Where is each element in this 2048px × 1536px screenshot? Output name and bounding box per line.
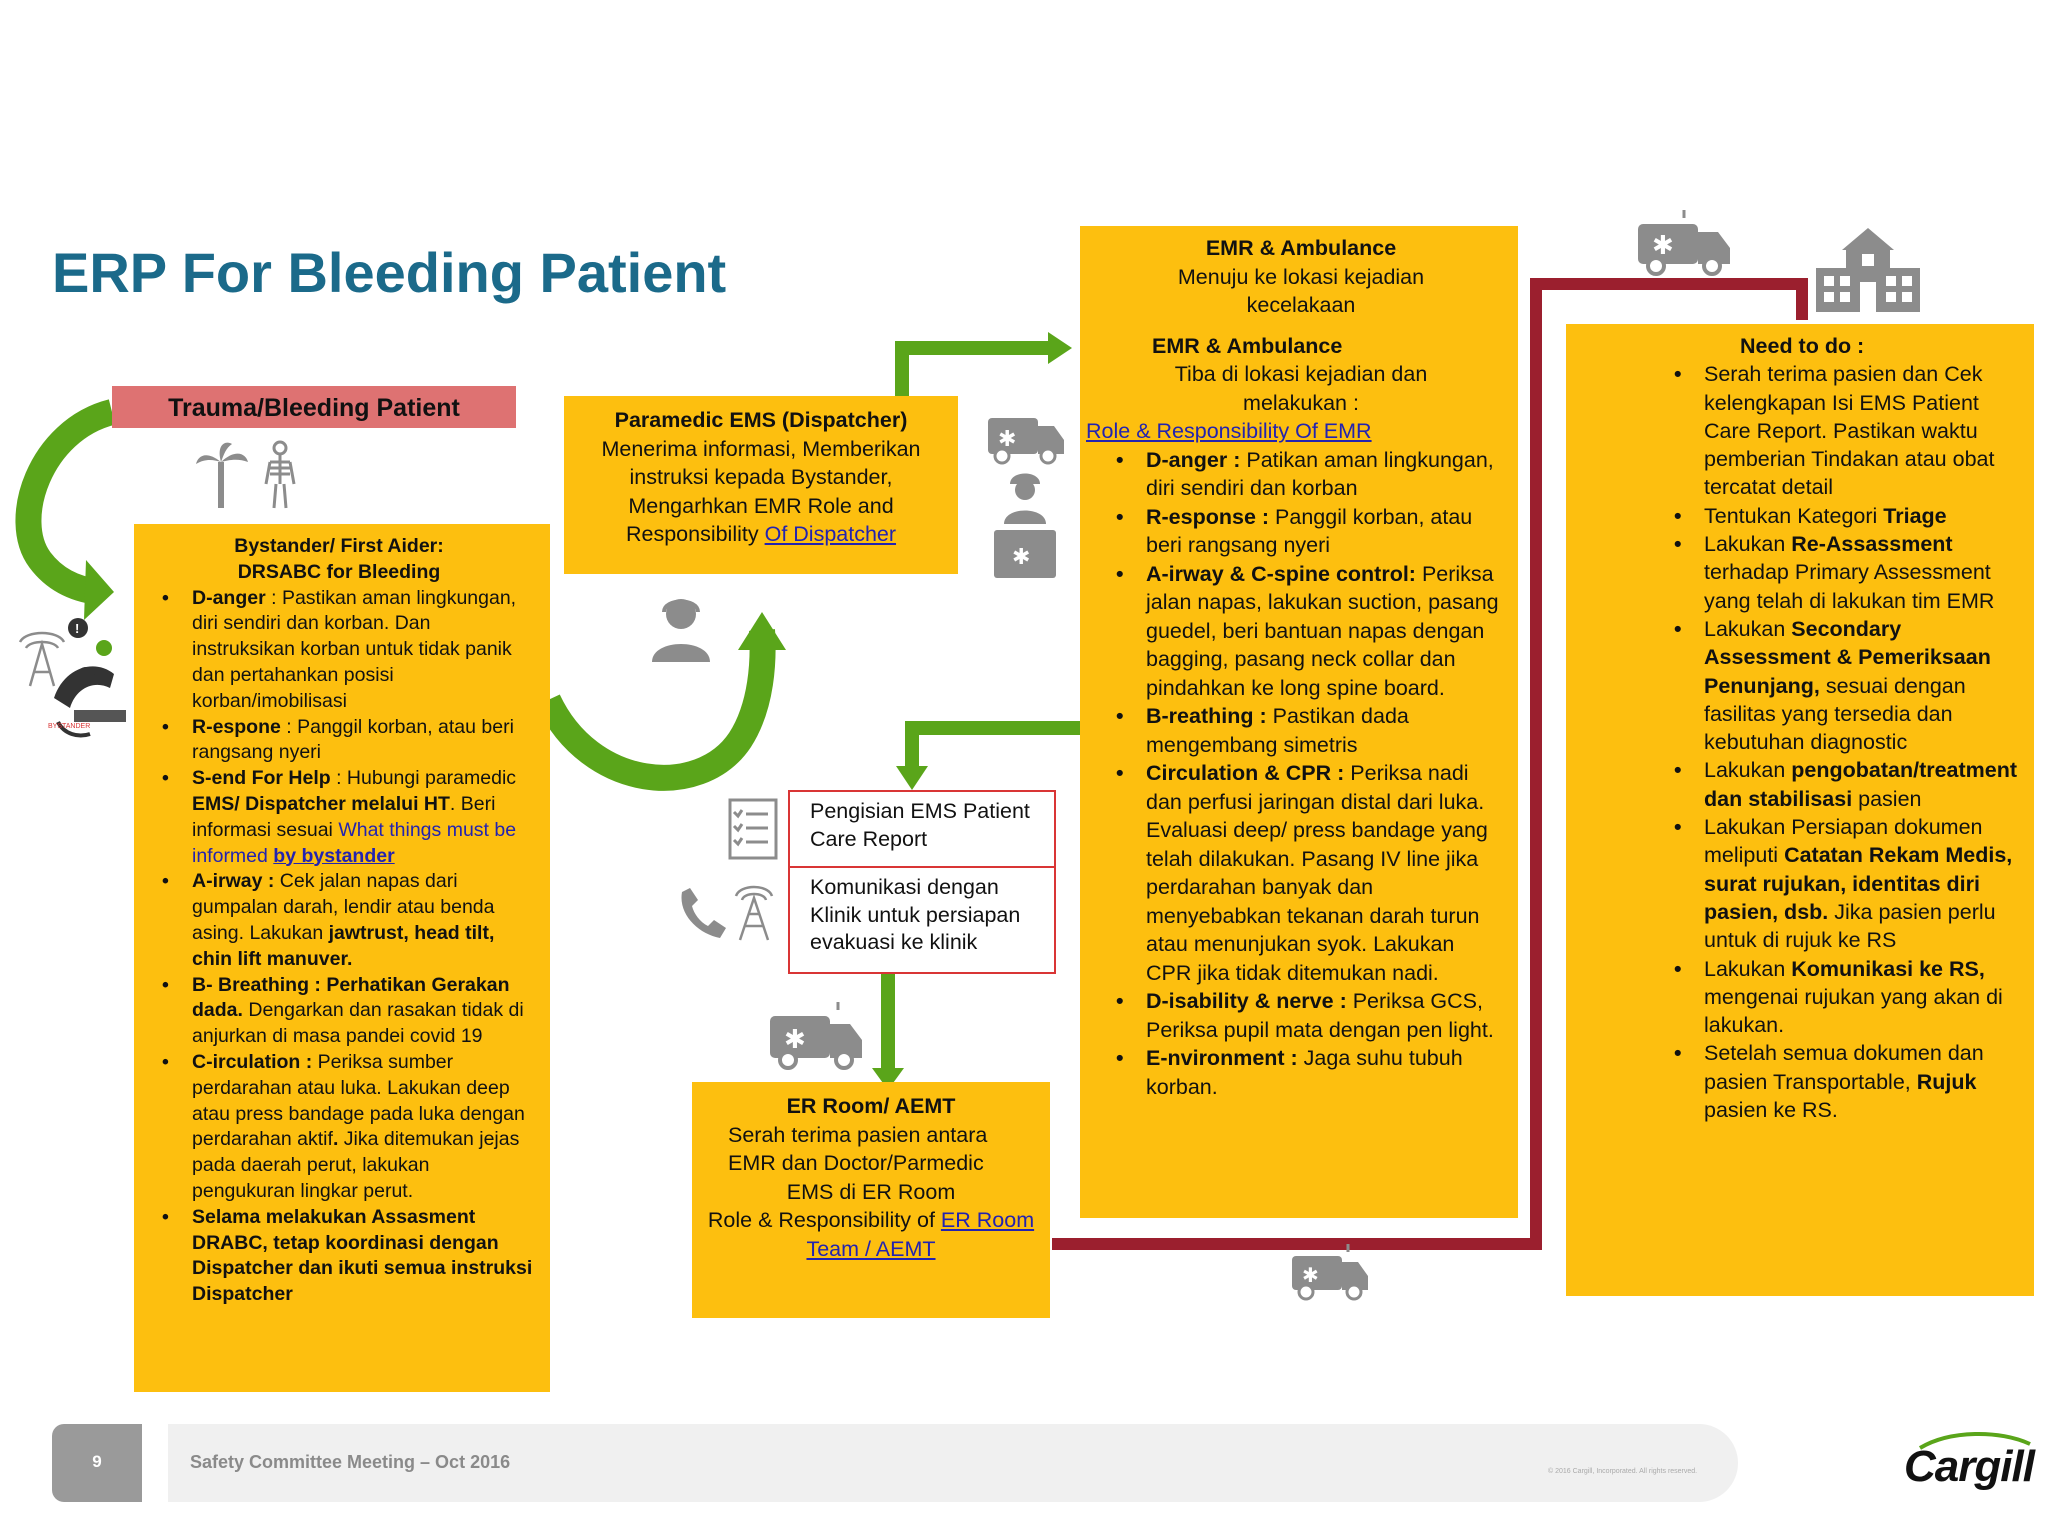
svg-text:✱: ✱ [998, 427, 1016, 452]
need-list: Serah terima pasien dan Cek kelengkapan … [1576, 360, 2020, 1124]
list-item: A-irway : Cek jalan napas dari gumpalan … [162, 869, 534, 972]
footer-bar [168, 1424, 1738, 1502]
ambulance-icon: ✱ [988, 418, 1064, 465]
svg-text:✱: ✱ [1012, 545, 1030, 570]
bystander-heading: Bystander/ First Aider: [234, 535, 444, 557]
informed-by-bystander-link[interactable]: by bystander [273, 844, 395, 867]
radio-tower-icon [734, 885, 774, 941]
arrow-bystander-to-paramedic [536, 629, 776, 791]
list-item: Lakukan Persiapan dokumen meliputi Catat… [1674, 813, 2020, 954]
emr-box: EMR & Ambulance Menuju ke lokasi kejadia… [1080, 226, 1518, 1218]
ambulance-icon-bottom: ✱ [1292, 1244, 1368, 1301]
list-item: D-isability & nerve : Periksa GCS, Perik… [1116, 987, 1504, 1044]
phone-icon [681, 888, 726, 938]
er-room-team-link[interactable]: ER Room Team / AEMT [806, 1208, 1035, 1261]
komunikasi-klinik-box: Komunikasi dengan Klinik untuk persiapan… [788, 866, 1056, 974]
emr-heading-1: EMR & Ambulance [1205, 236, 1397, 260]
list-item: Lakukan pengobatan/treatment dan stabili… [1674, 756, 2020, 813]
list-item: Circulation & CPR : Periksa nadi dan per… [1116, 759, 1504, 987]
scene-icons [196, 440, 296, 509]
cargill-logo: Cargill [1904, 1442, 2035, 1491]
er-room-box: ER Room/ AEMT Serah terima pasien antara… [692, 1082, 1050, 1318]
referral-line-to-hospital [1052, 278, 1808, 1250]
list-item: B-reathing : Pastikan dada mengembang si… [1116, 702, 1504, 759]
emr-role-link[interactable]: Role & Responsibility Of EMR [1086, 419, 1372, 443]
dispatcher-role-link[interactable]: Of Dispatcher [764, 522, 897, 546]
arrow-head-paramedic [738, 612, 786, 650]
list-item: D-anger : Pastikan aman lingkungan, diri… [162, 586, 534, 715]
pengisian-report-box: Pengisian EMS Patient Care Report [788, 790, 1056, 868]
phone-tower-icons [681, 885, 774, 941]
paramedic-heading: Paramedic EMS (Dispatcher) [614, 408, 908, 432]
list-item: S-end For Help : Hubungi paramedic EMS/ … [162, 766, 534, 869]
ambulance-icon-er: ✱ [770, 1002, 862, 1070]
emr-list: D-anger : Patikan aman lingkungan, diri … [1098, 446, 1504, 1102]
skeleton-icon [264, 440, 296, 509]
bystander-subheading: DRSABC for Bleeding [237, 560, 441, 583]
arrow-head-pengisian [896, 766, 928, 790]
list-item: R-espone : Panggil korban, atau beri ran… [162, 715, 534, 767]
bystander-tag: BYSTANDER [48, 723, 90, 730]
arrow-head-emr [1048, 332, 1072, 364]
page-title: ERP For Bleeding Patient [52, 241, 727, 304]
svg-text:!: ! [75, 621, 79, 636]
arrow-trauma-to-bystander [15, 399, 116, 605]
need-heading: Need to do : [1740, 334, 1865, 358]
arrow-head-er [872, 1068, 904, 1090]
er-body-2: EMS di ER Room [786, 1179, 956, 1204]
logo-swoosh-icon [1918, 1431, 2031, 1450]
bystander-box: Bystander/ First Aider: DRSABC for Bleed… [134, 524, 550, 1392]
bystander-list: D-anger : Pastikan aman lingkungan, diri… [144, 586, 534, 1308]
report-checklist-icon [728, 798, 778, 860]
list-item: B- Breathing : Perhatikan Gerakan dada. … [162, 973, 534, 1050]
footer-text: Safety Committee Meeting – Oct 2016 [190, 1452, 511, 1472]
list-item: Setelah semua dokumen dan pasien Transpo… [1674, 1039, 2020, 1124]
paramedic-box: Paramedic EMS (Dispatcher) Menerima info… [564, 396, 958, 574]
emr-side-icons: ✱ ✱ [988, 418, 1064, 578]
svg-text:✱: ✱ [1652, 231, 1674, 261]
copyright-text: © 2016 Cargill, Incorporated. All rights… [1548, 1468, 1698, 1475]
list-item: C-irculation : Periksa sumber perdarahan… [162, 1050, 534, 1205]
need-to-do-box: Need to do : Serah terima pasien dan Cek… [1566, 324, 2034, 1296]
arrow-paramedic-to-emr [895, 341, 1054, 396]
list-item: Selama melakukan Assasment DRABC, tetap … [162, 1205, 534, 1308]
list-item: D-anger : Patikan aman lingkungan, diri … [1116, 446, 1504, 503]
emt-worker-icon: ✱ [994, 473, 1056, 578]
trauma-header: Trauma/Bleeding Patient [112, 386, 516, 428]
list-item: Serah terima pasien dan Cek kelengkapan … [1674, 360, 2020, 501]
bystander-scene-icon: ! BYSTANDER [18, 618, 126, 738]
list-item: A-irway & C-spine control: Periksa jalan… [1116, 560, 1504, 703]
hospital-icon [1816, 228, 1920, 312]
ambulance-icon-top: ✱ [1638, 210, 1730, 276]
page-number: 9 [52, 1424, 142, 1502]
list-item: Lakukan Re-Assassment terhadap Primary A… [1674, 530, 2020, 615]
list-item: Tentukan Kategori Triage [1674, 502, 2020, 531]
list-item: Lakukan Secondary Assessment & Pemeriksa… [1674, 615, 2020, 756]
arrow-head-bystander [84, 560, 114, 620]
list-item: E-nvironment : Jaga suhu tubuh korban. [1116, 1044, 1504, 1101]
svg-text:✱: ✱ [1302, 1263, 1319, 1287]
list-item: Lakukan Komunikasi ke RS, mengenai rujuk… [1674, 955, 2020, 1040]
emr-heading-2: EMR & Ambulance [1152, 333, 1343, 358]
emr-line-1: Menuju ke lokasi kejadian kecelakaan [1177, 264, 1425, 318]
arrow-emr-to-pengisian [905, 721, 1080, 770]
palm-tree-icon [196, 442, 248, 508]
dispatcher-headset-icon [652, 599, 710, 662]
svg-text:✱: ✱ [784, 1025, 806, 1055]
er-heading: ER Room/ AEMT [786, 1094, 956, 1118]
list-item: R-esponse : Panggil korban, atau beri ra… [1116, 503, 1504, 560]
emr-line-2: Tiba di lokasi kejadian dan melakukan : [1174, 362, 1428, 415]
er-body: Serah terima pasien antara EMR dan Docto… [728, 1122, 988, 1176]
